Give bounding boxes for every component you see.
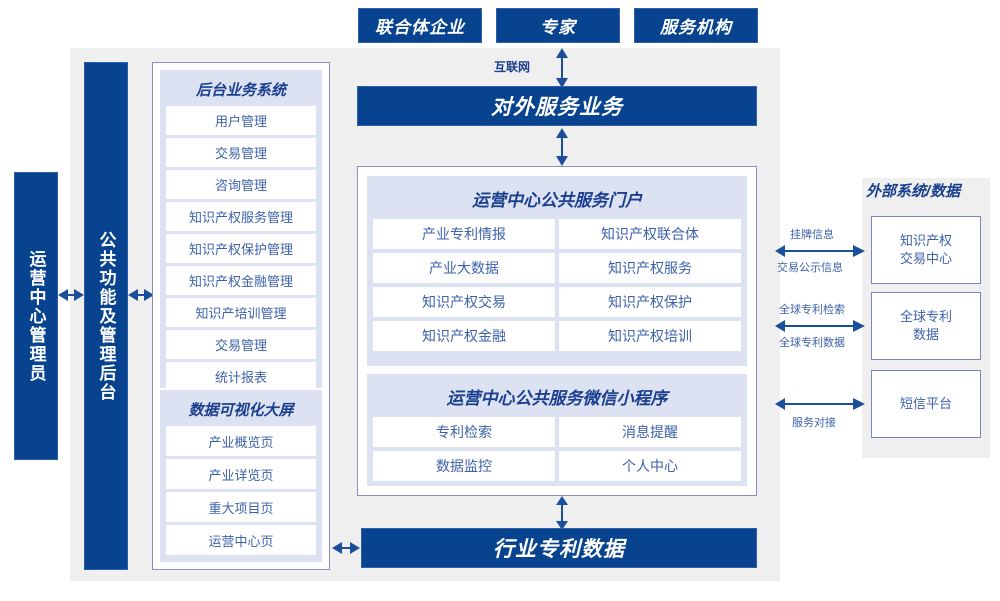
list-item[interactable]: 用户管理 bbox=[166, 106, 316, 135]
industry-data-label: 行业专利数据 bbox=[493, 538, 625, 561]
top-actor-expert[interactable]: 专家 bbox=[496, 8, 620, 43]
miniprogram-panel: 运营中心公共服务微信小程序 专利检索消息提醒数据监控个人中心 bbox=[367, 374, 747, 486]
portal-items-grid: 产业专利情报知识产权联合体产业大数据知识产权服务知识产权交易知识产权保护知识产权… bbox=[373, 219, 741, 351]
grid-item[interactable]: 知识产权培训 bbox=[559, 321, 741, 351]
backend-items-list: 用户管理交易管理咨询管理知识产权服务管理知识产权保护管理知识产权金融管理知识产培… bbox=[166, 106, 316, 391]
list-item[interactable]: 知识产权服务管理 bbox=[166, 202, 316, 231]
external-arrow-1-bottom-label: 交易公示信息 bbox=[777, 262, 843, 274]
grid-item[interactable]: 知识产权金融 bbox=[373, 321, 555, 351]
backend-business-system: 后台业务系统 用户管理交易管理咨询管理知识产权服务管理知识产权保护管理知识产权金… bbox=[160, 70, 322, 391]
service-portal-arrow bbox=[556, 128, 568, 166]
grid-item[interactable]: 知识产权交易 bbox=[373, 287, 555, 317]
list-item[interactable]: 知识产权金融管理 bbox=[166, 266, 316, 295]
list-item[interactable]: 重大项目页 bbox=[166, 492, 316, 522]
top-actor-label: 联合体企业 bbox=[375, 18, 465, 37]
external-arrow-1-top-label: 挂牌信息 bbox=[790, 229, 834, 241]
grid-item[interactable]: 产业专利情报 bbox=[373, 219, 555, 249]
backend-system-title: 后台业务系统 bbox=[195, 82, 286, 99]
vertical-bar-label: 公共功能及管理后台 bbox=[96, 230, 116, 402]
industry-patent-data-bar[interactable]: 行业专利数据 bbox=[361, 528, 757, 568]
vertical-bar-common-functions[interactable]: 公共功能及管理后台 bbox=[84, 62, 128, 570]
vertical-bar-label: 运营中心管理员 bbox=[26, 249, 46, 383]
list-item[interactable]: 知识产培训管理 bbox=[166, 298, 316, 327]
external-arrow-1 bbox=[775, 245, 865, 257]
external-service-bar[interactable]: 对外服务业务 bbox=[357, 86, 757, 126]
list-item[interactable]: 咨询管理 bbox=[166, 170, 316, 199]
grid-item[interactable]: 知识产权保护 bbox=[559, 287, 741, 317]
data-visualization-panel: 数据可视化大屏 产业概览页产业详览页重大项目页运营中心页 bbox=[160, 390, 322, 562]
external-box-label: 短信平台 bbox=[899, 395, 952, 411]
top-actor-label: 专家 bbox=[540, 18, 576, 37]
external-box-global-patent[interactable]: 全球专利 数据 bbox=[871, 292, 981, 360]
list-item[interactable]: 产业概览页 bbox=[166, 426, 316, 456]
external-systems-title: 外部系统/数据 bbox=[866, 183, 961, 200]
miniprogram-items-grid: 专利检索消息提醒数据监控个人中心 bbox=[373, 417, 741, 481]
list-item[interactable]: 知识产权保护管理 bbox=[166, 234, 316, 263]
external-box-sms-platform[interactable]: 短信平台 bbox=[871, 370, 981, 438]
internet-arrow bbox=[556, 48, 568, 88]
external-box-label: 全球专利 数据 bbox=[899, 308, 952, 342]
grid-item[interactable]: 知识产权服务 bbox=[559, 253, 741, 283]
data-visual-items-list: 产业概览页产业详览页重大项目页运营中心页 bbox=[166, 426, 316, 555]
external-arrow-2-top-label: 全球专利检索 bbox=[779, 304, 845, 316]
admin-to-common-arrow bbox=[58, 289, 84, 301]
external-service-label: 对外服务业务 bbox=[491, 96, 623, 119]
list-item[interactable]: 交易管理 bbox=[166, 138, 316, 167]
grid-item[interactable]: 数据监控 bbox=[373, 451, 555, 481]
external-arrow-2-bottom-label: 全球专利数据 bbox=[779, 337, 845, 349]
list-item[interactable]: 运营中心页 bbox=[166, 525, 316, 555]
external-box-ip-exchange[interactable]: 知识产权 交易中心 bbox=[871, 216, 981, 284]
data-visual-title: 数据可视化大屏 bbox=[188, 402, 294, 419]
list-item[interactable]: 统计报表 bbox=[166, 362, 316, 391]
portal-title: 运营中心公共服务门户 bbox=[472, 191, 642, 210]
top-actor-service-org[interactable]: 服务机构 bbox=[634, 8, 758, 43]
center-to-industry-arrow bbox=[556, 496, 568, 530]
miniprogram-title: 运营中心公共服务微信小程序 bbox=[446, 389, 668, 408]
grid-item[interactable]: 专利检索 bbox=[373, 417, 555, 447]
external-arrow-3 bbox=[775, 398, 865, 410]
external-box-label: 知识产权 交易中心 bbox=[899, 232, 952, 266]
grid-item[interactable]: 产业大数据 bbox=[373, 253, 555, 283]
external-arrow-3-bottom-label: 服务对接 bbox=[792, 417, 836, 429]
top-actor-lianhe[interactable]: 联合体企业 bbox=[358, 8, 482, 43]
grid-item[interactable]: 知识产权联合体 bbox=[559, 219, 741, 249]
external-arrow-2 bbox=[775, 320, 865, 332]
grid-item[interactable]: 个人中心 bbox=[559, 451, 741, 481]
list-item[interactable]: 产业详览页 bbox=[166, 459, 316, 489]
visual-to-industry-arrow bbox=[332, 542, 360, 554]
vertical-bar-admin[interactable]: 运营中心管理员 bbox=[14, 172, 58, 460]
portal-panel: 运营中心公共服务门户 产业专利情报知识产权联合体产业大数据知识产权服务知识产权交… bbox=[367, 176, 747, 366]
common-to-backend-arrow bbox=[128, 289, 154, 301]
grid-item[interactable]: 消息提醒 bbox=[559, 417, 741, 447]
top-actor-label: 服务机构 bbox=[660, 18, 732, 37]
list-item[interactable]: 交易管理 bbox=[166, 330, 316, 359]
internet-label: 互联网 bbox=[494, 60, 531, 74]
